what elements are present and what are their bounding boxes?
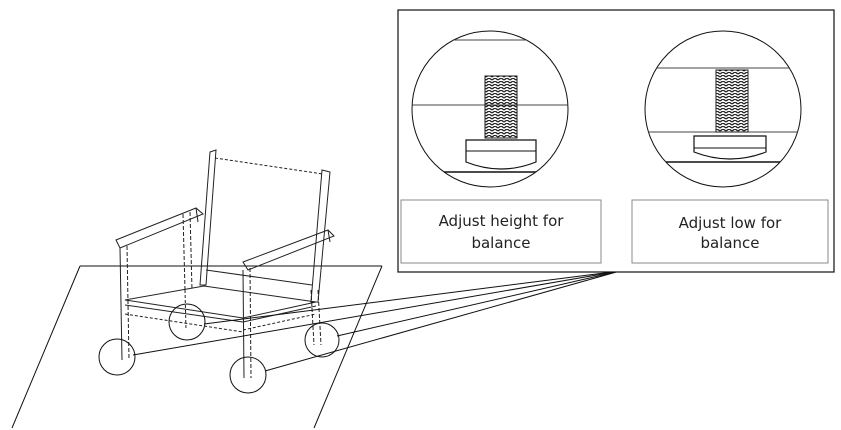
foot-pad-icon	[465, 139, 537, 170]
foot-circle-front-right	[229, 356, 267, 394]
foot-circle-back-right	[304, 322, 340, 358]
detail-adjust-low	[644, 30, 802, 188]
detail-adjust-height	[411, 30, 569, 188]
floor-plane	[11, 265, 383, 429]
label-adjust-height: Adjust height for balance	[400, 199, 602, 264]
foot-circle-front-left	[98, 338, 136, 376]
chair-illustration	[115, 149, 335, 379]
foot-circle-back-left	[168, 303, 206, 341]
label-adjust-height-line2: balance	[471, 234, 530, 252]
label-adjust-low-line2: balance	[700, 234, 759, 252]
label-adjust-low: Adjust low for balance	[631, 199, 829, 264]
leader-lines	[132, 270, 621, 372]
threaded-rod-icon	[715, 69, 749, 133]
foot-highlight-circles	[98, 303, 340, 394]
label-adjust-low-line1: Adjust low for	[679, 214, 782, 232]
label-adjust-height-line1: Adjust height for	[439, 212, 565, 230]
foot-pad-icon	[693, 135, 767, 160]
threaded-rod-icon	[484, 75, 518, 139]
